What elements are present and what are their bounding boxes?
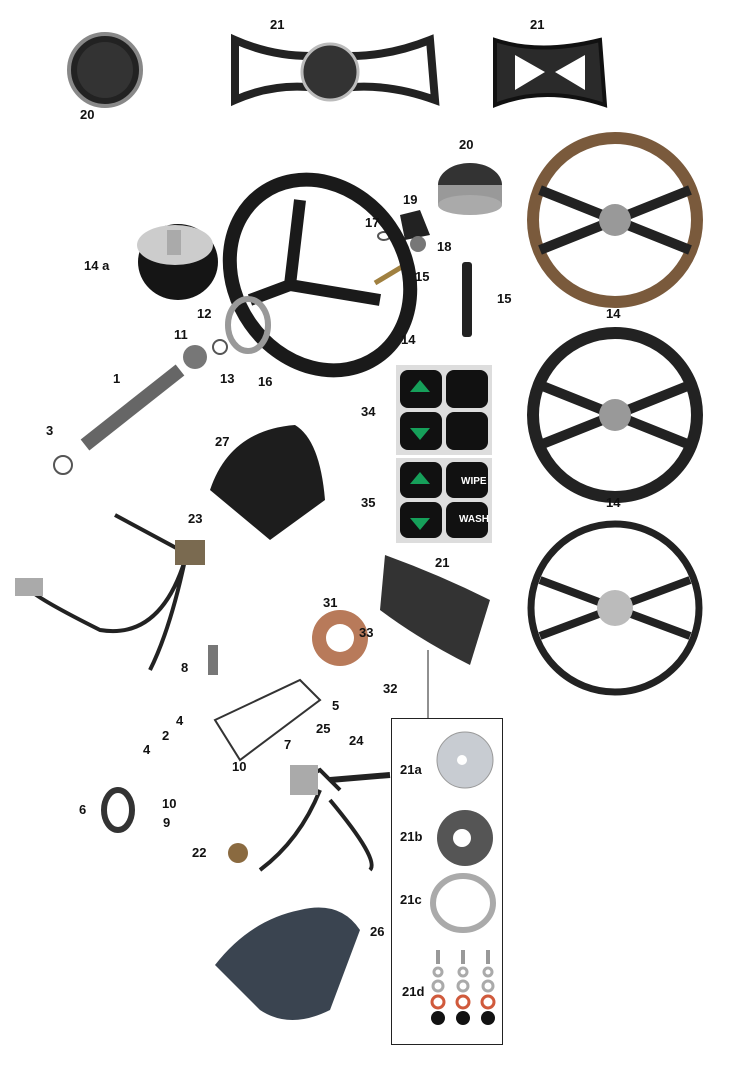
wheel-thin (527, 520, 703, 696)
part-21b (437, 810, 493, 866)
hub-14a (137, 224, 218, 300)
part-18 (410, 236, 426, 252)
wheel-black (527, 327, 703, 503)
label-21: 21 (435, 555, 450, 570)
label-1: 1 (113, 371, 121, 386)
label-5: 5 (332, 698, 340, 713)
label-7: 7 (284, 737, 292, 752)
wheel-wood (527, 132, 703, 308)
part-19 (400, 210, 430, 240)
part-21d (430, 950, 496, 1025)
label-10a: 10 (232, 759, 247, 774)
label-33: 33 (359, 625, 374, 640)
spoke-cover-b (493, 37, 608, 108)
label-14-r2: 14 (606, 495, 621, 510)
label-23: 23 (188, 511, 203, 526)
label-4a: 4 (176, 713, 184, 728)
wipe-label: WIPE (461, 476, 487, 487)
label-26: 26 (370, 924, 385, 939)
spoke-21 (380, 555, 490, 665)
label-32: 32 (383, 681, 398, 696)
label-18: 18 (437, 239, 452, 254)
label-14a: 14 a (84, 258, 110, 273)
label-16: 16 (258, 374, 273, 389)
lower-cover-26 (215, 907, 360, 1020)
label-21-a: 21 (270, 17, 285, 32)
label-27: 27 (215, 434, 230, 449)
part-16 (225, 296, 271, 354)
spoke-cover-a (231, 33, 440, 107)
horn-button-top (67, 32, 143, 108)
label-21b: 21b (400, 829, 423, 844)
label-24: 24 (349, 733, 364, 748)
label-20-top: 20 (80, 107, 95, 122)
part-3 (53, 455, 73, 475)
bolt-8 (208, 645, 218, 675)
wash-label: WASH (459, 514, 489, 525)
label-15b: 15 (497, 291, 512, 306)
label-6: 6 (79, 802, 87, 817)
ring-6 (101, 787, 135, 833)
part-21c (430, 873, 496, 933)
part-21a (436, 731, 494, 789)
label-15a: 15 (415, 269, 430, 284)
label-13: 13 (220, 371, 235, 386)
label-3: 3 (46, 423, 54, 438)
label-14-main: 14 (401, 332, 416, 347)
label-20: 20 (459, 137, 474, 152)
label-34: 34 (361, 404, 376, 419)
label-8: 8 (181, 660, 189, 675)
part-15a (373, 262, 407, 286)
label-22: 22 (192, 845, 207, 860)
label-25: 25 (316, 721, 331, 736)
label-10b: 10 (162, 796, 177, 811)
label-2: 2 (162, 728, 170, 743)
label-12: 12 (197, 306, 212, 321)
horn-button (438, 163, 502, 215)
label-14-r1: 14 (606, 306, 621, 321)
label-21a: 21a (400, 762, 422, 777)
label-21c: 21c (400, 892, 422, 907)
label-35: 35 (361, 495, 376, 510)
part-11 (183, 345, 207, 369)
part-15b (462, 262, 472, 337)
label-17: 17 (365, 215, 380, 230)
switch-23 (28, 513, 187, 671)
detail-box-21 (391, 718, 503, 1045)
label-21-b: 21 (530, 17, 545, 32)
label-11: 11 (174, 327, 188, 342)
steering-wheel-14 (222, 172, 418, 378)
label-4b: 4 (143, 742, 151, 757)
label-21d: 21d (402, 984, 425, 999)
cover-27 (210, 425, 325, 540)
label-9: 9 (163, 815, 171, 830)
housing-5 (213, 678, 322, 762)
steering-column-1 (80, 364, 185, 451)
label-31: 31 (323, 595, 338, 610)
label-19: 19 (403, 192, 418, 207)
